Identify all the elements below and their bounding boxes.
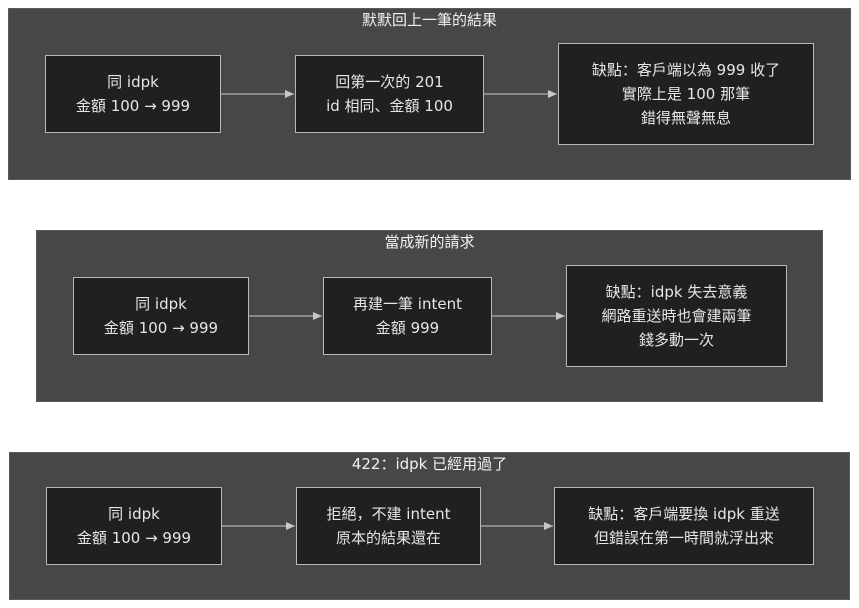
node-return-first-201: 回第一次的 201 id 相同、金額 100 xyxy=(295,55,484,133)
node-line: 同 idpk xyxy=(135,295,187,313)
node-line: 缺點：客戶端要換 idpk 重送 xyxy=(588,505,780,523)
node-line: 原本的結果還在 xyxy=(335,529,441,547)
node-drawback-silent: 缺點：客戶端以為 999 收了 實際上是 100 那筆 錯得無聲無息 xyxy=(558,43,814,145)
node-line: 回第一次的 201 xyxy=(335,73,444,91)
node-line: 金額 100 → 999 xyxy=(76,529,192,547)
node-same-idpk-1: 同 idpk 金額 100 → 999 xyxy=(45,55,221,133)
node-line: 金額 999 xyxy=(375,319,440,337)
node-reject-no-intent: 拒絕，不建 intent 原本的結果還在 xyxy=(296,487,481,565)
node-line: 網路重送時也會建兩筆 xyxy=(601,307,752,325)
node-line: 實際上是 100 那筆 xyxy=(621,85,751,103)
node-drawback-change-idpk: 缺點：客戶端要換 idpk 重送 但錯誤在第一時間就浮出來 xyxy=(554,487,814,565)
cluster-title: 當成新的請求 xyxy=(384,233,475,251)
node-line: 金額 100 → 999 xyxy=(75,97,191,115)
node-line: 同 idpk xyxy=(108,505,160,523)
node-line: 拒絕，不建 intent xyxy=(326,505,451,523)
node-line: 金額 100 → 999 xyxy=(103,319,219,337)
node-line: 缺點：idpk 失去意義 xyxy=(605,283,748,301)
node-drawback-meaningless: 缺點：idpk 失去意義 網路重送時也會建兩筆 錢多動一次 xyxy=(566,265,787,367)
node-line: 錢多動一次 xyxy=(638,331,714,349)
node-line: 錯得無聲無息 xyxy=(640,109,731,127)
node-same-idpk-2: 同 idpk 金額 100 → 999 xyxy=(73,277,249,355)
cluster-title: 422：idpk 已經用過了 xyxy=(351,455,508,473)
node-line: 缺點：客戶端以為 999 收了 xyxy=(591,61,781,79)
node-line: 同 idpk xyxy=(107,73,159,91)
node-line: 再建一筆 intent xyxy=(353,295,462,313)
node-same-idpk-3: 同 idpk 金額 100 → 999 xyxy=(46,487,222,565)
cluster-title: 默默回上一筆的結果 xyxy=(361,11,497,29)
node-line: 但錯誤在第一時間就浮出來 xyxy=(593,529,774,547)
node-create-new-intent: 再建一筆 intent 金額 999 xyxy=(323,277,492,355)
node-line: id 相同、金額 100 xyxy=(326,97,453,115)
